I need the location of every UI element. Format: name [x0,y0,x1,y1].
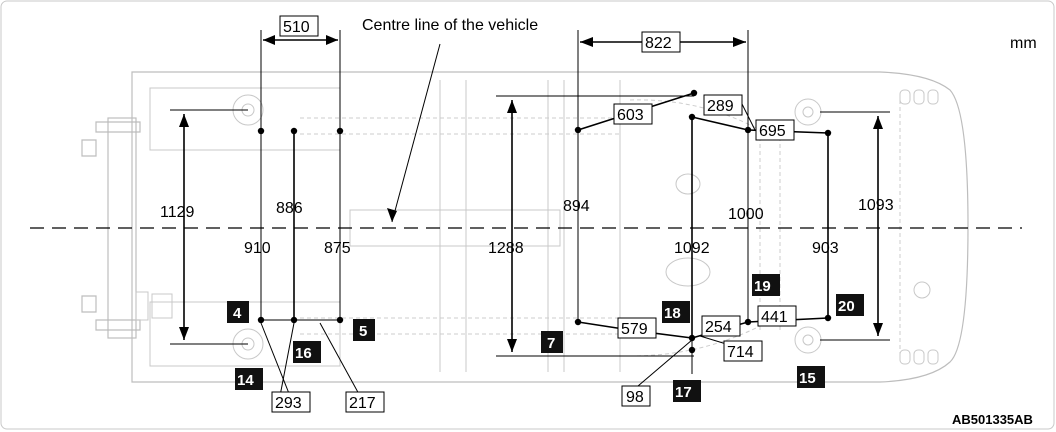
svg-text:15: 15 [799,370,816,387]
dim-910: 910 [244,240,271,257]
svg-text:714: 714 [727,344,754,361]
point-4: 4 [227,301,249,323]
point-15: 15 [797,366,825,388]
svg-text:510: 510 [283,19,310,36]
dim-695: 695 [755,119,795,141]
dim-1092: 1092 [674,240,710,257]
svg-text:441: 441 [761,309,788,326]
dim-903: 903 [812,240,839,257]
measurement-points [257,89,832,354]
figure-code: AB501335AB [952,412,1033,427]
svg-text:293: 293 [275,395,302,412]
svg-text:822: 822 [645,35,672,52]
svg-text:4: 4 [233,305,242,322]
dim-603: 603 [613,103,653,125]
svg-text:695: 695 [759,123,786,140]
vehicle-underbody-outline [81,71,969,383]
centre-line-arrowhead [387,208,397,222]
svg-text:254: 254 [705,319,732,336]
dim-875: 875 [324,240,351,257]
svg-text:289: 289 [707,98,734,115]
svg-text:7: 7 [547,335,555,352]
point-16: 16 [293,341,321,363]
svg-text:18: 18 [664,305,681,322]
svg-text:16: 16 [295,345,312,362]
svg-text:19: 19 [754,278,771,295]
dim-293: 293 [271,391,311,413]
centre-line-leader [391,43,441,223]
svg-text:14: 14 [237,372,254,389]
dim-98: 98 [621,385,651,407]
point-20: 20 [836,294,864,316]
svg-text:17: 17 [675,384,692,401]
dim-441: 441 [757,305,797,327]
unit-label: mm [1010,35,1037,52]
point-19: 19 [752,274,780,296]
dim-822: 822 [641,31,681,53]
centre-line-label: Centre line of the vehicle [362,17,538,34]
dim-894: 894 [563,198,590,215]
point-5: 5 [353,319,375,341]
dim-1093: 1093 [858,197,894,214]
dim-254: 254 [701,315,741,337]
svg-text:98: 98 [626,389,644,406]
point-17: 17 [673,380,701,402]
dim-510: 510 [279,15,319,37]
dim-1288: 1288 [488,240,524,257]
svg-text:579: 579 [621,321,648,338]
svg-text:217: 217 [349,395,376,412]
point-14: 14 [235,368,263,390]
dim-579: 579 [617,317,657,339]
svg-text:5: 5 [359,323,367,340]
dim-217: 217 [345,391,385,413]
point-18: 18 [662,301,690,323]
svg-text:20: 20 [838,298,855,315]
dim-1129: 1129 [160,204,195,221]
svg-text:603: 603 [617,107,644,124]
dim-714: 714 [723,340,763,362]
dim-289: 289 [703,94,743,116]
dim-1000: 1000 [728,206,764,223]
point-7: 7 [541,331,563,353]
dim-886: 886 [276,200,303,217]
